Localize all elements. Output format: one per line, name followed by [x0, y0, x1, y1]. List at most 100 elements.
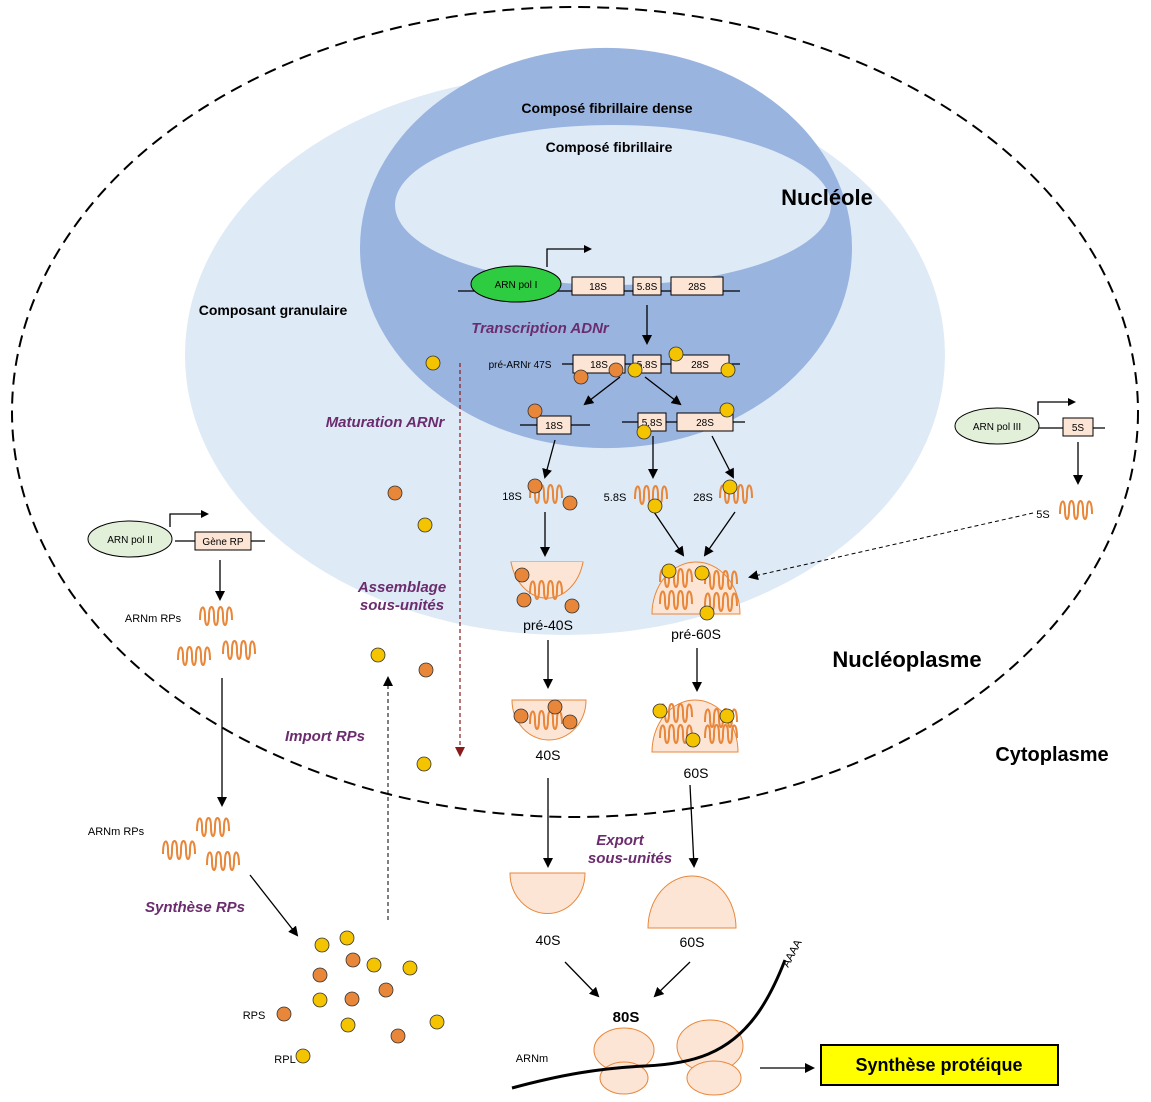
pre40s-particle	[510, 561, 584, 600]
rps-protein-dot	[527, 478, 543, 494]
pre60s-label: pré-60S	[671, 626, 721, 642]
rpl-protein-dot	[370, 647, 386, 663]
rps-protein-dot	[573, 369, 589, 385]
pol3-gene: ARN pol III 5S	[954, 398, 1105, 445]
polya-label: AAAA	[780, 937, 805, 969]
rps-protein-dot	[564, 598, 580, 614]
int-28s-box	[676, 412, 734, 432]
rpl-protein-dot	[429, 1014, 445, 1030]
ribosomal-protein-dots	[276, 346, 738, 1064]
gene-58s-box	[632, 276, 662, 296]
rps-protein-dot	[608, 362, 624, 378]
rps-protein-dot	[390, 1028, 406, 1044]
mature-5s-label: 5S	[1036, 509, 1049, 521]
rpl-protein-dot	[719, 708, 735, 724]
pol3-ellipse	[954, 407, 1040, 445]
export-label-2: sous-unités	[588, 850, 672, 867]
rpl-protein-dot	[417, 517, 433, 533]
rpl-protein-dot	[647, 498, 663, 514]
maturation-label: Maturation ARNr	[326, 414, 446, 431]
gene-28s-label: 28S	[688, 282, 706, 293]
dense-fibrillar-label: Composé fibrillaire dense	[521, 100, 692, 116]
pre-18s-label: 18S	[590, 360, 608, 371]
rpl-protein-dot	[668, 346, 684, 362]
export-label-1: Export	[596, 832, 645, 849]
rps-protein-dot	[276, 1006, 292, 1022]
rpl-protein-dot	[699, 605, 715, 621]
rpl-protein-dot	[719, 402, 735, 418]
rpl-protein-dot	[340, 1017, 356, 1033]
rps-protein-dot	[547, 699, 563, 715]
nuclear-40s-label: 40S	[536, 747, 561, 763]
pol2-gene: ARN pol II Gène RP	[87, 510, 265, 558]
mrna-rps-cyto-label: ARNm RPs	[88, 826, 145, 838]
arrow-18s-mature	[542, 439, 556, 479]
cyto-60s-particle	[647, 875, 737, 929]
rps-protein-dot	[378, 982, 394, 998]
pre47s-label: pré-ARNr 47S	[489, 360, 552, 371]
rpl-protein-dot	[312, 992, 328, 1008]
rpl-protein-dot	[314, 937, 330, 953]
pre-28s-label: 28S	[691, 360, 709, 371]
gene-18s-label: 18S	[589, 282, 607, 293]
arrow-40s-to-80s	[564, 961, 600, 998]
gene-rp-box	[194, 531, 252, 551]
rps-protein-dot	[514, 567, 530, 583]
pre-58s-label: 5.8S	[637, 360, 658, 371]
mrna-rps-cyto-wave-1	[196, 817, 230, 837]
fibrillar-ring	[359, 47, 852, 449]
pol2-promoter-arrow	[169, 510, 209, 527]
rpl-protein-dot	[402, 960, 418, 976]
protein-synthesis-label: Synthèse protéique	[855, 1055, 1022, 1075]
import-label: Import RPs	[285, 728, 365, 745]
synthesis-rps-label: Synthèse RPs	[145, 899, 245, 916]
rps-label: RPS	[243, 1010, 266, 1022]
int-18s-label: 18S	[545, 421, 563, 432]
ribosome-1	[593, 1027, 655, 1095]
rpl-protein-dot	[366, 957, 382, 973]
pol3-label: ARN pol III	[973, 422, 1021, 433]
assembly-label-1: Assemblage	[357, 579, 446, 596]
arrow-58s-to-pre60s	[653, 511, 685, 557]
cyto-60s-label: 60S	[680, 934, 705, 950]
rpl-protein-dot	[661, 563, 677, 579]
rps-protein-dot	[516, 592, 532, 608]
rpl-protein-dot	[295, 1048, 311, 1064]
protein-synthesis-box	[820, 1044, 1059, 1086]
int-28s-label: 28S	[696, 418, 714, 429]
synthesis-arrow	[249, 874, 299, 937]
fibrillar-label: Composé fibrillaire	[546, 139, 673, 155]
mature-18s-label: 18S	[502, 491, 522, 503]
mature-28s-label: 28S	[693, 492, 713, 504]
cytoplasm-label: Cytoplasme	[995, 744, 1108, 766]
assembly-label-2: sous-unités	[360, 597, 444, 614]
mrna-rps-nuc-label: ARNm RPs	[125, 613, 182, 625]
mature-58s-label: 5.8S	[604, 492, 627, 504]
nuclear-60s-label: 60S	[684, 765, 709, 781]
gene-rp-label: Gène RP	[202, 537, 243, 548]
arrow-28s-mature	[711, 435, 734, 479]
mrna-label: ARNm	[516, 1053, 548, 1065]
rps-protein-dot	[562, 714, 578, 730]
transcription-label: Transcription ADNr	[471, 320, 610, 337]
rps-protein-dot	[527, 403, 543, 419]
pre-rrna-47s: pré-ARNr 47S 18S 5.8S 28S	[489, 354, 740, 374]
mrna-rps-cyto-wave-3	[206, 851, 240, 871]
gene-18s-box	[571, 276, 625, 296]
rpl-protein-dot	[720, 362, 736, 378]
pol3-promoter-arrow	[1037, 398, 1076, 415]
5s-to-pre60s-arrow	[748, 512, 1034, 581]
rps-protein-dot	[345, 952, 361, 968]
gene-58s-label: 5.8S	[637, 282, 658, 293]
rps-protein-dot	[562, 495, 578, 511]
cleave-arrow-5828s	[644, 376, 682, 406]
gene-5s-label: 5S	[1072, 423, 1085, 434]
rps-protein-dot	[387, 485, 403, 501]
mrna-strand	[511, 959, 787, 1090]
rps-protein-dot	[513, 708, 529, 724]
rpl-protein-dot	[636, 424, 652, 440]
nucleolus-label: Nucléole	[781, 185, 873, 210]
cyto-40s-particle	[509, 872, 586, 914]
ribosome-2	[676, 1019, 744, 1096]
